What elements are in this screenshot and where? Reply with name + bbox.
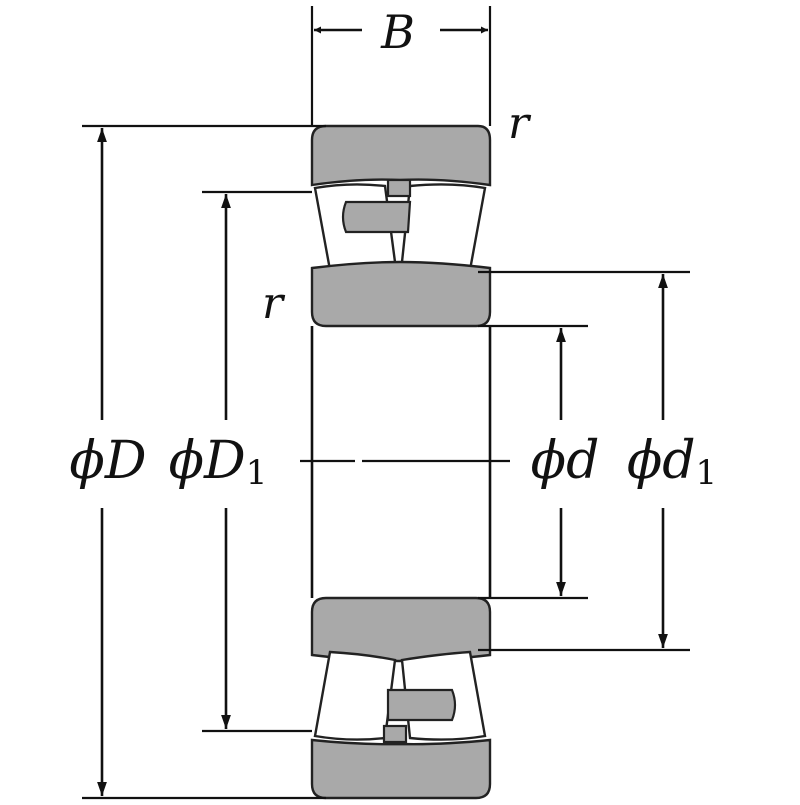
- width-label: B: [380, 5, 415, 59]
- inner-ring-bottom: [310, 596, 492, 663]
- bearing-bottom-section: [310, 596, 492, 800]
- bearing-top-section: [310, 124, 492, 328]
- outer-ring-bottom: [310, 738, 492, 800]
- radius-inner-label: r: [262, 278, 286, 329]
- cage-top: [341, 200, 412, 234]
- roller-top-right: [400, 183, 487, 272]
- shoulder-diameter-subscript: 1: [696, 453, 718, 493]
- shoulder-diameter-main: ϕd: [627, 431, 696, 491]
- outer-diameter-label: ϕD: [69, 431, 146, 491]
- raceway-diameter-label: ϕD1: [169, 431, 268, 493]
- raceway-diameter-subscript: 1: [246, 453, 268, 493]
- outer-ring-top: [310, 124, 492, 187]
- inner-ring-top: [310, 260, 492, 328]
- radius-top-label: r: [508, 98, 532, 149]
- cage-bottom: [386, 688, 457, 722]
- shoulder-diameter-label: ϕd1: [627, 431, 717, 493]
- cage-bottom-bridge: [382, 724, 408, 744]
- bore-diameter-label: ϕd: [531, 431, 600, 491]
- raceway-diameter-main: ϕD: [169, 431, 246, 491]
- cage-top-bridge: [386, 178, 412, 198]
